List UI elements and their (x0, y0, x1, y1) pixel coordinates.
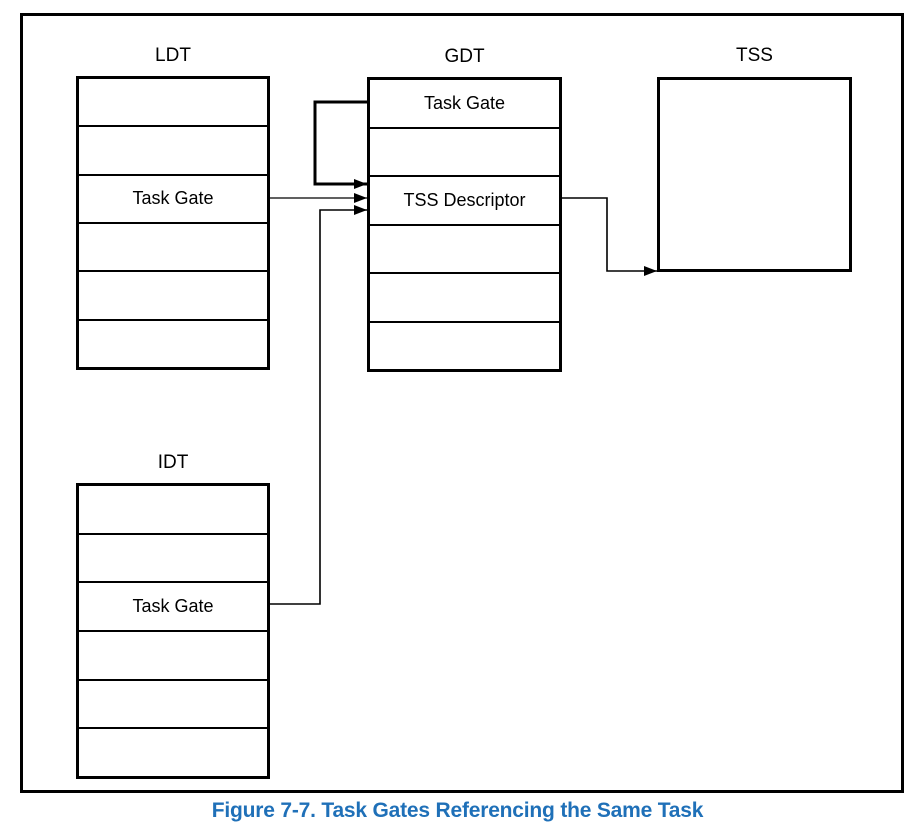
gdt-row-5 (370, 323, 559, 370)
idt-row-1 (79, 535, 267, 584)
ldt-row-3 (79, 224, 267, 273)
idt-row-0 (79, 486, 267, 535)
ldt-row-4 (79, 272, 267, 321)
tss-box (657, 77, 852, 272)
ldt-row-1 (79, 127, 267, 176)
gdt-row-1 (370, 129, 559, 177)
gdt-row-task-gate: Task Gate (370, 80, 559, 129)
figure-frame (20, 13, 904, 793)
figure-caption: Figure 7-7. Task Gates Referencing the S… (211, 799, 704, 822)
idt-title: IDT (157, 452, 189, 473)
gdt-row-tss-descriptor: TSS Descriptor (370, 177, 559, 226)
gdt-title: GDT (444, 46, 485, 67)
idt-row-task-gate: Task Gate (79, 583, 267, 633)
ldt-table: Task Gate (76, 76, 270, 370)
ldt-row-5 (79, 321, 267, 367)
idt-row-5 (79, 729, 267, 776)
gdt-row-3 (370, 226, 559, 274)
idt-row-4 (79, 681, 267, 730)
ldt-row-task-gate: Task Gate (79, 176, 267, 224)
ldt-row-0 (79, 79, 267, 128)
tss-title: TSS (736, 45, 773, 66)
ldt-title: LDT (155, 45, 191, 66)
gdt-table: Task Gate TSS Descriptor (367, 77, 562, 372)
idt-row-3 (79, 632, 267, 681)
gdt-row-4 (370, 274, 559, 323)
idt-table: Task Gate (76, 483, 270, 779)
